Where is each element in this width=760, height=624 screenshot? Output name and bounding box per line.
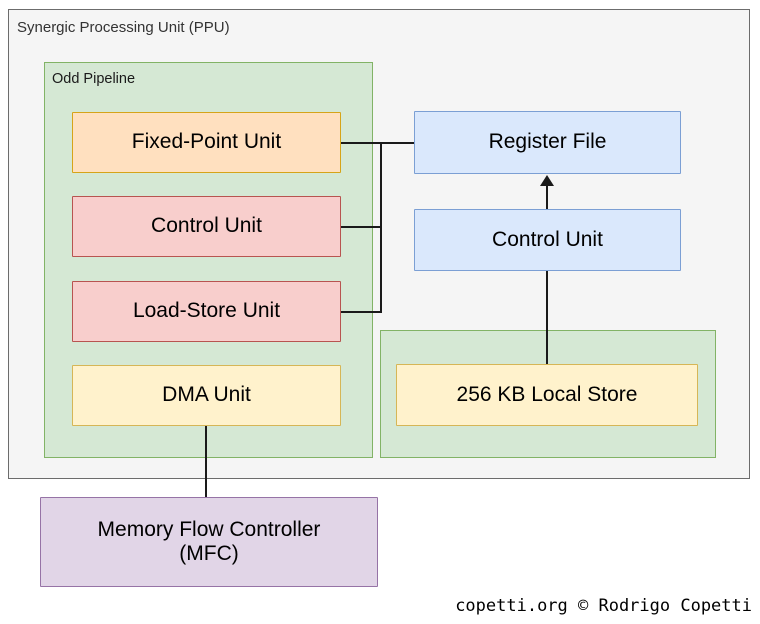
block-control-unit[interactable]: Control Unit bbox=[414, 209, 681, 271]
connector-dma-to-mfc bbox=[205, 426, 207, 498]
block-load-store-unit-label: Load-Store Unit bbox=[132, 299, 281, 323]
block-memory-flow-controller-label-line1: Memory Flow Controller bbox=[97, 517, 321, 541]
block-dma-unit[interactable]: DMA Unit bbox=[72, 365, 341, 426]
block-control-unit-label: Control Unit bbox=[492, 227, 603, 251]
connector-control-unit-to-register-file bbox=[546, 185, 548, 210]
connector-bus-trunk bbox=[380, 142, 382, 313]
block-control-unit-pipeline[interactable]: Control Unit bbox=[72, 196, 341, 257]
block-memory-flow-controller-label-line2: (MFC) bbox=[179, 542, 239, 565]
block-register-file-label: Register File bbox=[488, 130, 607, 154]
block-register-file[interactable]: Register File bbox=[414, 111, 681, 174]
panel-odd-pipeline-label: Odd Pipeline bbox=[52, 71, 136, 87]
block-control-unit-pipeline-label: Control Unit bbox=[151, 214, 262, 238]
block-fixed-point-unit-label: Fixed-Point Unit bbox=[131, 130, 282, 154]
block-local-store[interactable]: 256 KB Local Store bbox=[396, 364, 698, 426]
connector-load-store-to-bus bbox=[341, 311, 382, 313]
block-load-store-unit[interactable]: Load-Store Unit bbox=[72, 281, 341, 342]
block-local-store-label: 256 KB Local Store bbox=[456, 382, 638, 406]
block-fixed-point-unit[interactable]: Fixed-Point Unit bbox=[72, 112, 341, 173]
attribution-text: copetti.org © Rodrigo Copetti bbox=[455, 596, 752, 616]
block-dma-unit-label: DMA Unit bbox=[162, 383, 251, 407]
arrowhead-register-file-icon bbox=[540, 175, 554, 186]
connector-control-unit-to-bus bbox=[341, 226, 382, 228]
connector-local-store-to-control-unit bbox=[546, 271, 548, 365]
container-ppu-label: Synergic Processing Unit (PPU) bbox=[17, 19, 230, 36]
connector-fixed-point-to-bus bbox=[341, 142, 415, 144]
block-memory-flow-controller[interactable]: Memory Flow Controller (MFC) bbox=[40, 497, 378, 587]
